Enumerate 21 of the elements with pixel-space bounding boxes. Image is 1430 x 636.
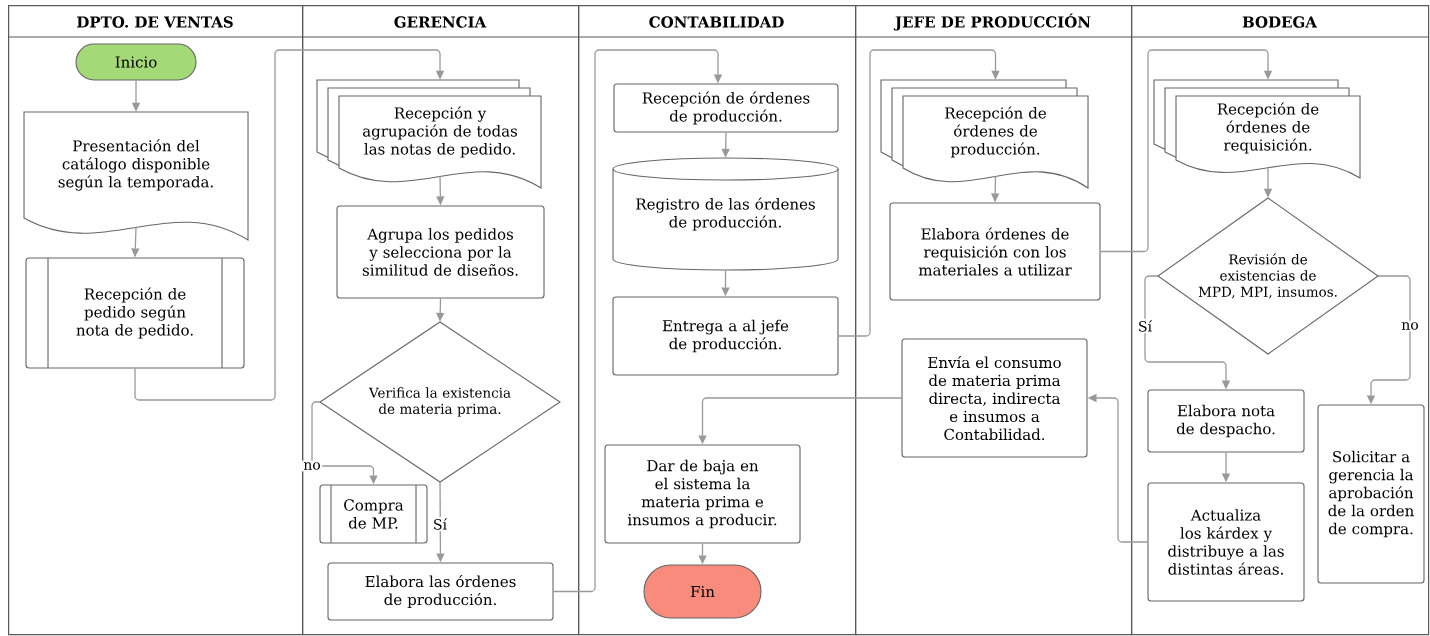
process-box: Elabora las órdenes de producción. (327, 562, 554, 621)
arrow (134, 49, 445, 401)
arrow (1099, 49, 1273, 253)
process-box: Recepción de órdenes de producción. (613, 83, 839, 133)
process-box: Elabora órdenes de requisición con los materiales a utilizar (889, 202, 1101, 301)
process-box: Actualiza los kárdex y distribuye a las distintas áreas. (1147, 482, 1305, 602)
process-box: Dar de baja en el sistema la materia prima e insumos a producir. (604, 444, 801, 544)
predefined-process-box: Recepción de pedido según nota de pedido. (25, 257, 245, 369)
process-box: Solicitar a gerencia la aprobación de la orden de compra. (1317, 404, 1425, 584)
predefined-process-box: Compra de MP. (319, 484, 428, 544)
arrow (837, 49, 1000, 337)
process-box: Elabora nota de despacho. (1147, 389, 1305, 453)
edge-label: Sí (431, 516, 449, 532)
edge-label: Sí (1136, 318, 1154, 334)
edge-label: no (1399, 320, 1421, 332)
edge-label: no (301, 460, 323, 472)
arrow (552, 49, 723, 593)
process-box: Envía el consumo de materia prima directa, indirecta e insumos a Contabilidad. (901, 338, 1088, 458)
process-box: Entrega a al jefe de producción. (612, 296, 839, 376)
database-cylinder: Registro de las órdenes de producción. (612, 157, 839, 271)
process-box: Agrupa los pedidos y selecciona por la similitud de diseños. (336, 205, 545, 299)
